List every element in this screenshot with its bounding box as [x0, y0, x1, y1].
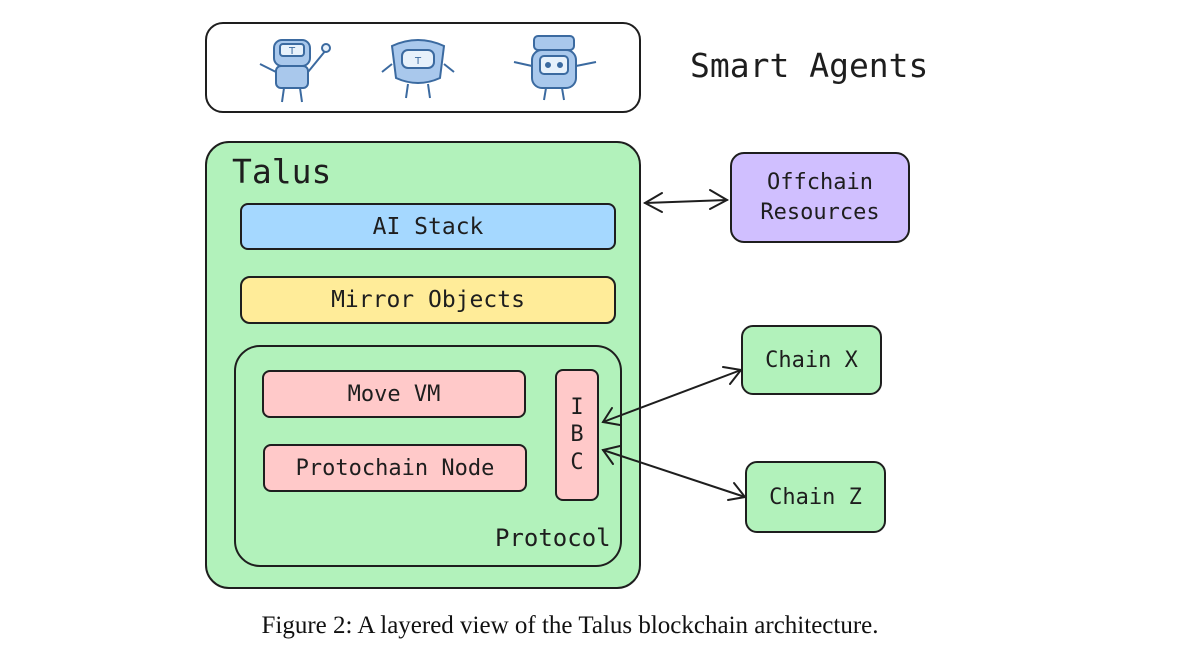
ibc-letter: B [570, 422, 584, 448]
ibc-letter: I [570, 394, 584, 420]
mirror-objects-layer: Mirror Objects [240, 276, 616, 324]
move-vm-layer: Move VM [262, 370, 526, 418]
offchain-resources-box: Offchain Resources [730, 152, 910, 243]
ibc-block: I B C [555, 369, 599, 501]
chain-z-box: Chain Z [745, 461, 886, 533]
resources-label: Resources [760, 199, 880, 225]
offchain-label: Offchain [767, 169, 873, 195]
ibc-chain-z-arrow [601, 445, 747, 501]
talus-label: Talus [232, 152, 332, 191]
smart-agents-label: Smart Agents [690, 46, 929, 85]
ibc-letter: C [570, 449, 584, 475]
ai-stack-layer: AI Stack [240, 203, 616, 250]
chain-x-box: Chain X [741, 325, 882, 395]
robot-agent-icon: T [259, 39, 331, 103]
figure-caption: Figure 2: A layered view of the Talus bl… [261, 612, 879, 639]
svg-text:T: T [288, 46, 296, 57]
talus-offchain-arrow [642, 189, 730, 213]
robot-agent-icon: T [381, 39, 455, 99]
robot-agent-icon [513, 35, 597, 101]
svg-text:T: T [414, 56, 422, 67]
protocol-label: Protocol [495, 524, 611, 552]
ibc-chain-x-arrow [601, 366, 743, 426]
protochain-node-layer: Protochain Node [263, 444, 527, 492]
